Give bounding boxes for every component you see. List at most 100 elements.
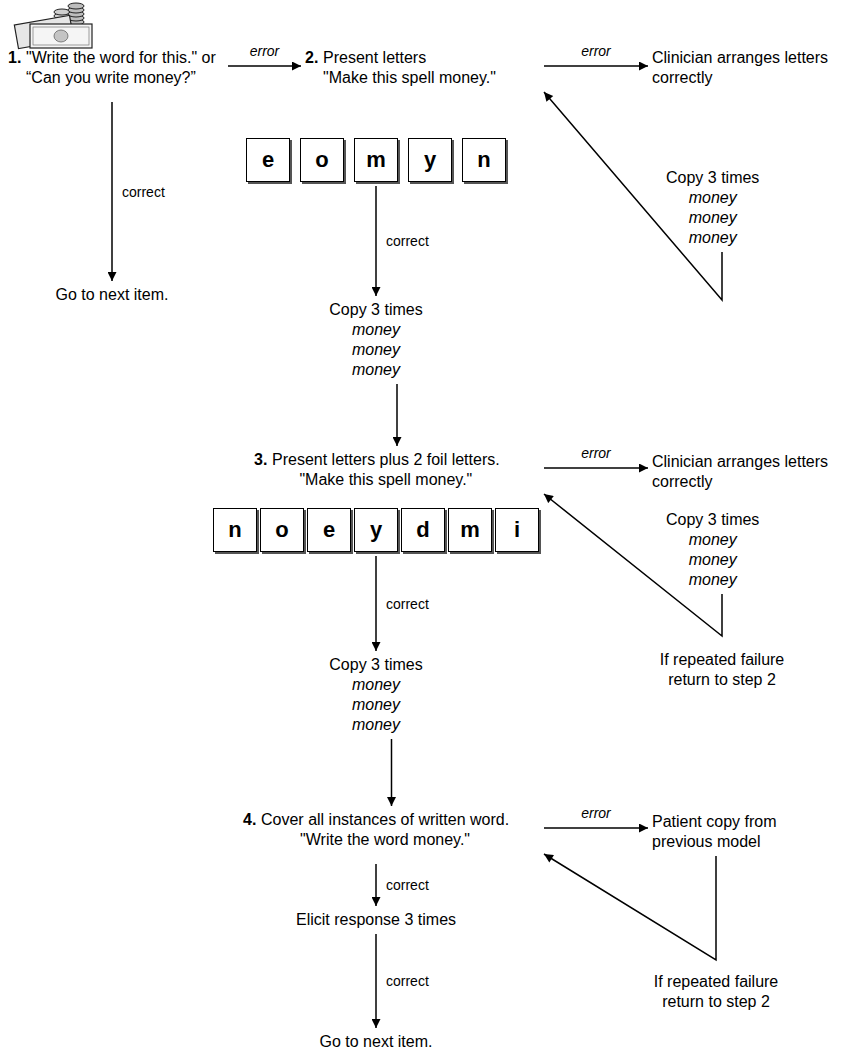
copy-group: Copy 3 timesmoneymoneymoney bbox=[666, 510, 759, 590]
edge-label: correct bbox=[120, 183, 167, 201]
feedback-box: Clinician arranges letters correctlyCopy… bbox=[652, 48, 842, 248]
flow-arrow bbox=[228, 65, 301, 67]
tile-letter: n bbox=[477, 148, 490, 172]
banknote-border bbox=[33, 27, 89, 45]
letter-tile: o bbox=[300, 138, 344, 182]
letter-tile: y bbox=[354, 508, 398, 552]
coin bbox=[68, 3, 84, 9]
instruction-text: Present letters bbox=[323, 48, 496, 68]
node-text: money bbox=[329, 675, 422, 695]
edge-label: error bbox=[248, 42, 282, 60]
flow-arrow bbox=[544, 854, 716, 960]
tile-letter: e bbox=[323, 518, 335, 542]
text-column: Present letters"Make this spell money." bbox=[323, 48, 496, 88]
feedback-text: Clinician arranges letters correctly bbox=[652, 48, 842, 88]
tile-letter: m bbox=[366, 148, 386, 172]
instruction-text: "Make this spell money." bbox=[272, 470, 500, 490]
tile-letter: y bbox=[370, 518, 382, 542]
feedback-text: Clinician arranges letters correctly bbox=[652, 452, 842, 492]
flow-arrow bbox=[375, 864, 377, 906]
node-text: Elicit response 3 times bbox=[296, 910, 456, 930]
flow-arrow bbox=[391, 739, 393, 806]
money-illustration bbox=[14, 3, 92, 49]
banknote bbox=[30, 24, 92, 48]
flow-arrow bbox=[375, 186, 377, 296]
text-column: "Write the word for this." or “Can you w… bbox=[26, 48, 222, 88]
node-text: Copy 3 times bbox=[329, 300, 422, 320]
node-text: money bbox=[329, 715, 422, 735]
node-text: money bbox=[329, 360, 422, 380]
step-number: 2. bbox=[305, 48, 318, 68]
step-instruction: 4.Cover all instances of written word."W… bbox=[243, 810, 540, 860]
instruction-text: "Make this spell money." bbox=[323, 68, 496, 88]
node-text: Go to next item. bbox=[320, 1032, 433, 1052]
step-instruction: 3.Present letters plus 2 foil letters."M… bbox=[254, 450, 540, 500]
letter-tile: m bbox=[448, 508, 492, 552]
flow-arrow bbox=[396, 384, 398, 446]
edge-label: error bbox=[579, 804, 613, 822]
edge-label: error bbox=[579, 42, 613, 60]
flow-arrow bbox=[111, 102, 113, 281]
tile-letter: d bbox=[416, 518, 429, 542]
banknote-portrait bbox=[54, 30, 68, 42]
outcome-text: Go to next item. bbox=[56, 285, 169, 305]
copy-group: Copy 3 timesmoneymoneymoney bbox=[666, 168, 759, 248]
letter-tile: e bbox=[246, 138, 290, 182]
instruction-text: "Write the word money." bbox=[261, 830, 509, 850]
outcome-text: Go to next item. bbox=[320, 1032, 433, 1052]
copy-text: money bbox=[666, 208, 759, 228]
letter-tile: i bbox=[495, 508, 539, 552]
letter-tile: d bbox=[401, 508, 445, 552]
feedback-box: Patient copy from previous model bbox=[652, 812, 802, 852]
copy-text: Copy 3 times bbox=[666, 510, 759, 530]
text-column: Cover all instances of written word."Wri… bbox=[261, 810, 509, 850]
step-instruction: 1."Write the word for this." or “Can you… bbox=[8, 48, 224, 98]
tile-letter: o bbox=[275, 518, 288, 542]
node-text: money bbox=[329, 340, 422, 360]
text-column: Present letters plus 2 foil letters."Mak… bbox=[272, 450, 500, 490]
node-text: money bbox=[329, 695, 422, 715]
repeat-note: If repeated failure return to step 2 bbox=[646, 972, 786, 1012]
letter-tile: y bbox=[408, 138, 452, 182]
outcome-text: Elicit response 3 times bbox=[296, 910, 456, 930]
copy-text: money bbox=[666, 550, 759, 570]
instruction-text: "Write the word for this." or “Can you w… bbox=[26, 48, 222, 88]
copy-text: money bbox=[666, 228, 759, 248]
copy-text: money bbox=[666, 188, 759, 208]
connector-group bbox=[112, 66, 722, 1028]
edge-label: correct bbox=[384, 876, 431, 894]
tile-letter: i bbox=[514, 518, 520, 542]
edge-label: correct bbox=[384, 232, 431, 250]
letter-tile: n bbox=[213, 508, 257, 552]
copy-instruction: Copy 3 timesmoneymoneymoney bbox=[329, 300, 422, 380]
node-text: Copy 3 times bbox=[329, 655, 422, 675]
letter-tile: o bbox=[260, 508, 304, 552]
flow-arrow bbox=[544, 65, 648, 67]
feedback-box: Clinician arranges letters correctlyCopy… bbox=[652, 452, 842, 590]
flow-arrow bbox=[375, 934, 377, 1028]
node-text: money bbox=[329, 320, 422, 340]
node-text: Patient copy from previous model bbox=[652, 812, 802, 852]
tile-letter: e bbox=[262, 148, 274, 172]
copy-text: Copy 3 times bbox=[666, 168, 759, 188]
node-text: Go to next item. bbox=[56, 285, 169, 305]
letter-tile: e bbox=[307, 508, 351, 552]
step-instruction: 2.Present letters"Make this spell money.… bbox=[305, 48, 540, 98]
copy-text: money bbox=[666, 530, 759, 550]
flow-arrow bbox=[544, 827, 648, 829]
tile-letter: o bbox=[315, 148, 328, 172]
step-number: 4. bbox=[243, 810, 256, 830]
edge-label: correct bbox=[384, 972, 431, 990]
flow-arrow bbox=[375, 556, 377, 651]
tile-letter: y bbox=[424, 148, 436, 172]
tile-letter: n bbox=[228, 518, 241, 542]
step-number: 1. bbox=[8, 48, 21, 68]
edge-label: error bbox=[579, 444, 613, 462]
repeat-note: If repeated failure return to step 2 bbox=[652, 650, 792, 690]
copy-text: money bbox=[666, 570, 759, 590]
instruction-text: Present letters plus 2 foil letters. bbox=[272, 450, 500, 470]
tile-letter: m bbox=[460, 518, 480, 542]
